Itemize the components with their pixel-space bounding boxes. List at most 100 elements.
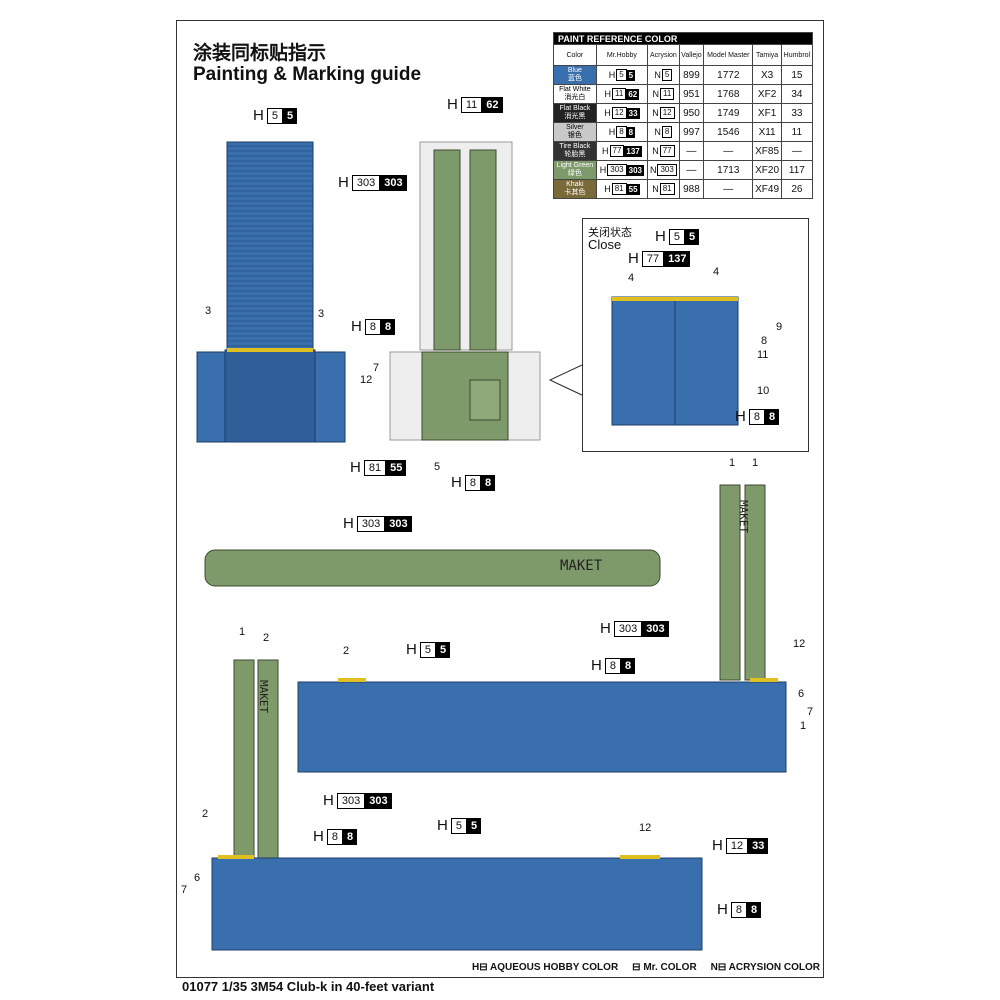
title-english: Painting & Marking guide — [193, 64, 422, 85]
hobby-code-h: 303 — [607, 164, 627, 176]
part-number-label: 12 — [639, 822, 652, 834]
missile-tube-side-drawing — [204, 549, 661, 587]
callout-prefix: H — [338, 174, 349, 191]
callout-prefix: H — [712, 837, 723, 854]
part-number-label: 12 — [360, 374, 373, 386]
paint-table-caption: PAINT REFERENCE COLOR — [553, 32, 813, 45]
callout-code: 5 — [419, 641, 436, 658]
callout-code: 303 — [356, 515, 386, 532]
callout-prefix: H — [253, 107, 264, 124]
part-number-label: 7 — [807, 706, 814, 718]
vertical-container-drawing — [196, 141, 346, 443]
color-legend: H⊟ AQUEOUS HOBBY COLOR ⊟ Mr. COLOR N⊟ AC… — [472, 962, 820, 973]
callout-prefix: H — [437, 817, 448, 834]
callout-mr-code: 8 — [746, 901, 762, 918]
color-name-cn: 卡其色 — [564, 189, 586, 196]
acrysion-code-n: 5 — [661, 69, 673, 81]
hobby-code-m: 55 — [626, 183, 640, 195]
part-number-label: 4 — [713, 266, 720, 278]
callout-prefix: H — [600, 620, 611, 637]
callout-mr-code: 8 — [342, 828, 358, 845]
callout-code: 303 — [351, 174, 381, 191]
part-number-label: 4 — [628, 272, 635, 284]
part-number-label: 1 — [239, 626, 246, 638]
callout-code: 8 — [730, 901, 747, 918]
callout-mr-code: 8 — [764, 408, 780, 425]
acrysion-code-n: 77 — [659, 145, 675, 157]
color-name-en: Silver — [566, 124, 584, 131]
acrysion-code-n: 81 — [659, 183, 675, 195]
callout-code: 5 — [450, 817, 467, 834]
container-raised-left-drawing — [211, 659, 703, 951]
hobby-code-m: 137 — [624, 145, 642, 157]
callout-prefix: H — [350, 459, 361, 476]
maket-stencil-tube: MAKET — [560, 558, 603, 574]
callout-code: 5 — [266, 107, 283, 124]
color-name-en: Flat Black — [559, 105, 591, 112]
part-number-label: 1 — [800, 720, 807, 732]
part-number-label: 5 — [434, 461, 441, 473]
callout-mr-code: 303 — [380, 174, 407, 191]
color-name-cn: 轮胎黑 — [564, 151, 586, 158]
callout-code: 11 — [460, 96, 483, 113]
callout-prefix: H — [655, 228, 666, 245]
callout-code: 81 — [363, 459, 387, 476]
callout-prefix: H — [591, 657, 602, 674]
callout-prefix: H — [351, 318, 362, 335]
callout-mr-code: 5 — [435, 641, 451, 658]
paint-humbrol-cell: 26 — [780, 179, 814, 199]
callout-code: 8 — [326, 828, 343, 845]
hobby-code-h: 5 — [616, 69, 627, 81]
callout-mr-code: 8 — [480, 474, 496, 491]
callout-code: 303 — [336, 792, 366, 809]
callout-mr-code: 62 — [482, 96, 503, 113]
hobby-code-m: 5 — [626, 69, 636, 81]
callout-mr-code: 5 — [282, 107, 298, 124]
callout-prefix: H — [628, 250, 639, 267]
callout-mr-code: 5 — [684, 228, 700, 245]
part-number-label: 3 — [205, 305, 212, 317]
legend-aqueous: H⊟ AQUEOUS HOBBY COLOR — [472, 962, 619, 973]
callout-code: 8 — [464, 474, 481, 491]
color-name-en: Blue — [567, 67, 582, 74]
callout-mr-code: 5 — [466, 817, 482, 834]
acrysion-code-n: 8 — [661, 126, 673, 138]
callout-prefix: H — [313, 828, 324, 845]
hobby-code-h: 12 — [611, 107, 627, 119]
launcher-front-drawing — [389, 141, 541, 441]
hobby-code-m: 8 — [626, 126, 636, 138]
part-number-label: 1 — [729, 457, 736, 469]
part-number-label: 2 — [263, 632, 270, 644]
callout-code: 303 — [613, 620, 643, 637]
